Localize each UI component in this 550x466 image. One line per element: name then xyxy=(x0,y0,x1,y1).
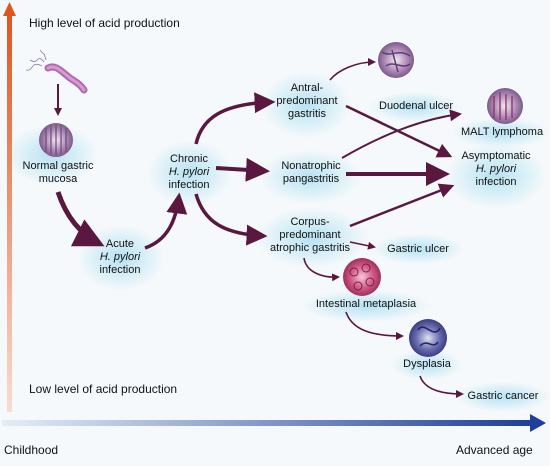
corpus-line-3: atrophic gastritis xyxy=(269,242,351,254)
metaplasia-image xyxy=(343,258,381,296)
age-axis-arrowhead xyxy=(530,414,546,432)
arrow-corpus-metaplasia xyxy=(303,257,340,282)
glow-chronic xyxy=(148,140,232,206)
corpus-line-2: predominant xyxy=(279,229,341,241)
antral-line-1: Antral- xyxy=(290,82,324,94)
age-axis-bar xyxy=(2,420,532,426)
normal-line-2: mucosa xyxy=(38,173,78,185)
antral-line-2: predominant xyxy=(276,95,338,107)
normal-mucosa-label: Normal gastric mucosa xyxy=(14,160,102,186)
glow-nonatrophic xyxy=(260,150,360,204)
acute-line-1: Acute xyxy=(105,238,135,250)
glow-corpus xyxy=(256,208,368,268)
arrow-chronic-corpus xyxy=(194,193,268,246)
acid-axis-arrowhead xyxy=(3,2,16,16)
asymptomatic-line-3: infection xyxy=(475,176,517,188)
corpus-gastritis-label: Corpus- predominant atrophic gastritis xyxy=(258,216,362,255)
arrow-dysplasia-cancer xyxy=(419,375,464,398)
low-acid-label: Low level of acid production xyxy=(29,382,178,396)
chronic-line-1: Chronic xyxy=(170,153,208,165)
childhood-label: Childhood xyxy=(4,443,59,457)
asymptomatic-line-1: Asymptomatic xyxy=(461,150,531,162)
antral-line-3: gastritis xyxy=(288,108,326,120)
gastric-ulcer-label: Gastric ulcer xyxy=(387,243,449,255)
acid-axis-bar xyxy=(7,14,12,412)
acute-infection-label: Acute H. pylori infection xyxy=(84,238,156,277)
bacterium-icon xyxy=(25,49,88,94)
antral-gastritis-label: Antral- predominant gastritis xyxy=(268,82,346,121)
advanced-age-label: Advanced age xyxy=(456,443,533,457)
dysplasia-image xyxy=(409,319,447,357)
chronic-infection-label: Chronic H. pylori infection xyxy=(152,153,226,192)
normal-line-1: Normal gastric xyxy=(22,160,94,172)
duodenal-ulcer-label: Duodenal ulcer xyxy=(379,100,453,112)
arrow-normal-acute xyxy=(55,191,105,247)
glow-gastric-ulcer xyxy=(372,234,464,264)
chronic-line-3: infection xyxy=(168,179,210,191)
gastric-cancer-label: Gastric cancer xyxy=(467,390,539,402)
metaplasia-label: Intestinal metaplasia xyxy=(315,298,417,310)
nonatrophic-label: Nonatrophic pangastritis xyxy=(266,160,356,186)
asymptomatic-label: Asymptomatic H. pylori infection xyxy=(450,150,542,189)
glow-cancer xyxy=(456,382,550,412)
glow-asymptomatic xyxy=(446,143,546,209)
normal-mucosa-image xyxy=(39,123,73,157)
malt-lymphoma-image xyxy=(487,88,523,124)
arrow-chronic-antral xyxy=(194,92,276,145)
corpus-line-1: Corpus- xyxy=(290,216,330,228)
acute-line-3: infection xyxy=(99,264,141,276)
arrow-metaplasia-dysplasia xyxy=(345,311,404,340)
arrow-antral-duodenal xyxy=(329,58,376,81)
nonatrophic-line-2: pangastritis xyxy=(282,173,340,185)
arrow-corpus-gastriculcer xyxy=(349,241,376,250)
arrow-nonatrophic-malt xyxy=(341,109,462,159)
glow-antral xyxy=(262,72,350,138)
malt-lymphoma-label: MALT lymphoma xyxy=(460,126,544,138)
high-acid-label: High level of acid production xyxy=(29,16,180,30)
asymptomatic-line-2: H. pylori xyxy=(475,163,517,175)
acute-line-2: H. pylori xyxy=(99,251,141,263)
duodenal-ulcer-image xyxy=(378,42,414,78)
arrow-acute-chronic xyxy=(144,192,188,250)
chronic-line-2: H. pylori xyxy=(168,166,210,178)
dysplasia-label: Dysplasia xyxy=(403,358,451,370)
nonatrophic-line-1: Nonatrophic xyxy=(281,160,341,172)
arrow-chronic-nonatrophic xyxy=(215,157,270,182)
arrow-corpus-asymptomatic xyxy=(349,183,455,228)
